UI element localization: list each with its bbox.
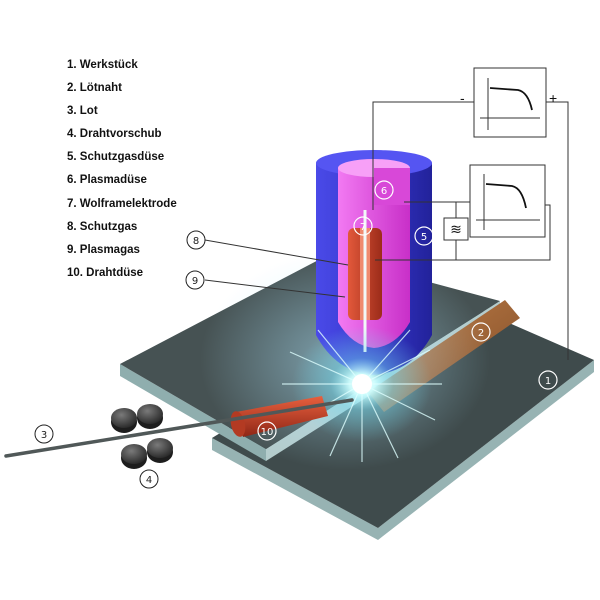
callout-3-label: 3 — [41, 430, 47, 441]
legend-item-workpiece: 1. Werkstück — [67, 59, 138, 71]
leader-8 — [204, 239, 349, 266]
callout-6-label: 6 — [381, 186, 387, 197]
electrical-circuit — [204, 101, 569, 360]
legend-item-solder: 3. Lot — [67, 105, 98, 118]
roller-bottom-left — [121, 444, 147, 469]
callout-8: 8 — [186, 230, 206, 250]
pilot-supply-curve — [485, 183, 527, 209]
wire-feed-rollers — [111, 404, 173, 469]
pilot-power-supply — [469, 164, 546, 238]
callout-9-label: 9 — [192, 276, 198, 287]
callout-5-label: 5 — [421, 232, 427, 243]
main-power-supply: - + — [460, 67, 557, 138]
legend-item-wire-feed: 4. Drahtvorschub — [67, 128, 162, 141]
legend-item-solder-seam: 2. Lötnaht — [67, 82, 122, 95]
resistor-symbol: ≋ — [450, 222, 462, 238]
callout-5: 5 — [414, 226, 434, 246]
supply-plus-sign: + — [549, 90, 557, 106]
legend-item-plasma-nozzle: 6. Plasmadüse — [67, 174, 147, 187]
main-supply-curve — [489, 87, 533, 111]
wire-pilot-supply-right — [456, 204, 551, 261]
callout-7: 7 — [353, 216, 373, 236]
legend-item-wire-nozzle: 10. Drahtdüse — [67, 266, 144, 279]
leader-9 — [204, 279, 346, 298]
callout-6: 6 — [374, 180, 394, 200]
callout-2-label: 2 — [478, 328, 484, 339]
workpiece-left-edge — [120, 364, 266, 461]
callout-10-label: 10 — [261, 427, 274, 438]
arc-core — [352, 374, 372, 394]
legend-item-shielding-gas-nozzle: 5. Schutzgasdüse — [67, 151, 165, 164]
roller-top-left — [111, 408, 137, 433]
pilot-power-supply-box — [469, 164, 546, 238]
callout-9: 9 — [185, 270, 205, 290]
resistor — [443, 217, 469, 241]
callout-4-label: 4 — [146, 475, 152, 486]
supply-minus-sign: - — [460, 90, 465, 106]
wire-electrode-to-supply — [372, 101, 474, 210]
main-power-supply-box — [473, 67, 547, 138]
filler-wire — [4, 398, 354, 458]
callout-1: 1 — [538, 370, 558, 390]
component-legend: 1. Werkstück 2. Lötnaht 3. Lot 4. Drahtv… — [67, 57, 177, 288]
workpiece-right-edge — [212, 360, 594, 540]
roller-top-right — [137, 404, 163, 429]
callout-7-label: 7 — [360, 222, 366, 233]
legend-item-plasma-gas: 9. Plasmagas — [67, 243, 140, 256]
callout-1-label: 1 — [545, 376, 551, 387]
callout-8-label: 8 — [193, 236, 199, 247]
roller-bottom-right — [147, 438, 173, 463]
wire-supply-to-workpiece — [546, 101, 569, 360]
legend-item-tungsten-electrode: 7. Wolframelektrode — [67, 197, 177, 210]
callout-4: 4 — [139, 469, 159, 489]
callout-10: 10 — [257, 421, 277, 441]
callout-2: 2 — [471, 322, 491, 342]
legend-item-shielding-gas: 8. Schutzgas — [67, 220, 138, 233]
callout-3: 3 — [34, 424, 54, 444]
